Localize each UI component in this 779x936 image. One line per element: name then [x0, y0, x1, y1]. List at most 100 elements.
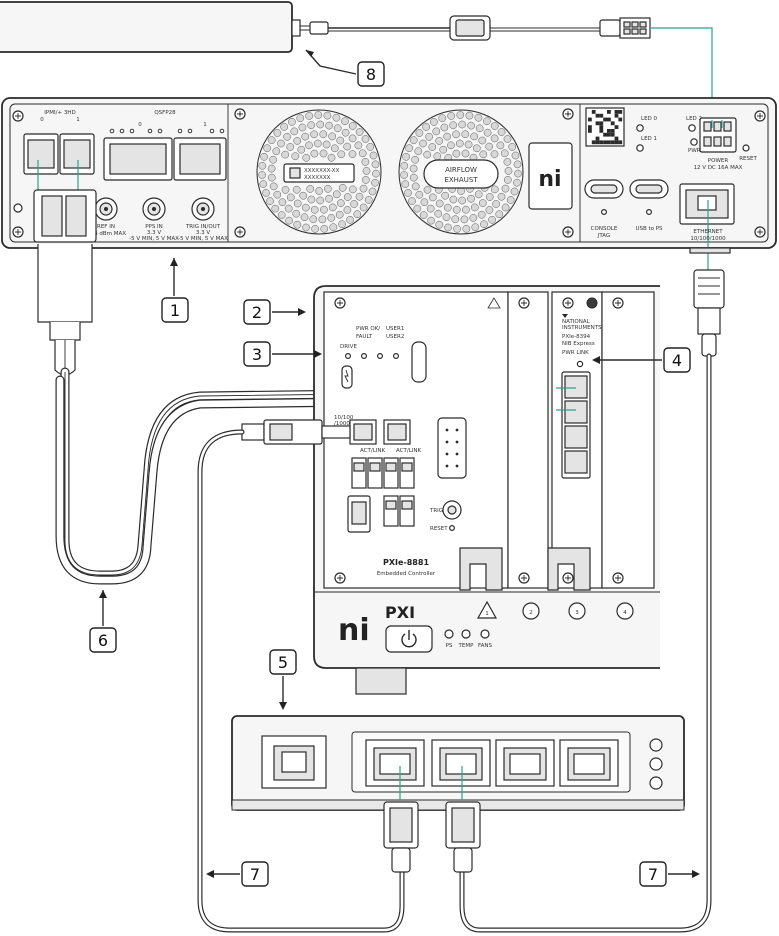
- qr-cell: [599, 140, 604, 145]
- fan-grill-hole: [504, 167, 513, 175]
- fan-grill-hole: [400, 171, 408, 179]
- fan-grill-hole: [452, 149, 461, 158]
- fan-grill-hole: [513, 178, 521, 187]
- fan-grill-hole: [402, 152, 410, 161]
- network-switch: [231, 715, 685, 811]
- fan-grill-hole: [511, 151, 520, 160]
- fan-grill-hole: [348, 134, 357, 143]
- serial-sub: XXXXXXX: [304, 175, 331, 181]
- fan-grill-hole: [320, 205, 328, 214]
- callout-2: 2: [243, 299, 306, 325]
- fan-grill-hole: [456, 111, 465, 119]
- callout-7-left: 7: [206, 861, 269, 887]
- fan-grill-hole: [301, 203, 310, 212]
- fan-grill-hole: [278, 198, 287, 207]
- fan-grill-hole: [469, 214, 478, 222]
- fan-grill-hole: [301, 132, 310, 141]
- qr-cell: [595, 121, 600, 126]
- fan-grill-hole: [371, 160, 380, 169]
- trig-in-sub2: -5 V MIN, 5 V MAX: [178, 236, 228, 242]
- fan-grill-hole: [371, 178, 379, 187]
- usb-to-ps-label: USB to PS: [635, 226, 663, 232]
- fan-grill-hole: [291, 152, 300, 161]
- fan-grill-hole: [513, 160, 522, 169]
- fan-grill-hole: [423, 150, 432, 159]
- ipmi-ports: IPMI/+ 3HD 0 1: [23, 110, 95, 194]
- fan-grill-hole: [422, 123, 431, 131]
- fan-grill-hole: [354, 141, 363, 150]
- fan-grill-hole: [452, 130, 460, 139]
- fan-grill-hole: [348, 122, 357, 130]
- fan-grill-hole: [273, 129, 282, 137]
- fan-grill-hole: [453, 225, 461, 233]
- airflow-label-1: AIRFLOW: [445, 166, 477, 174]
- fan-grill-hole: [449, 121, 458, 130]
- card-brand-1: NATIONAL: [562, 319, 591, 325]
- fan-grill-hole: [355, 192, 364, 201]
- eth-a-label: 10/100: [334, 415, 354, 421]
- fan-grill-hole: [336, 199, 345, 207]
- reset-label: RESET: [739, 156, 757, 162]
- act-link-label-a: ACT/LINK: [360, 448, 386, 454]
- qr-cell: [610, 132, 615, 137]
- fan-grill-hole: [267, 173, 276, 182]
- fan-grill-hole: [441, 191, 450, 200]
- led1-label: LED 1: [641, 136, 657, 142]
- qr-cell: [603, 117, 607, 122]
- fan-grill-hole: [327, 214, 336, 222]
- fan-grill-hole: [475, 124, 484, 133]
- fan-grill-hole: [490, 134, 499, 143]
- pwr-label: PWR: [688, 148, 701, 154]
- callout-7a-number: 7: [250, 865, 260, 884]
- callout-6: 6: [89, 590, 117, 653]
- fan-grill-hole: [338, 183, 347, 192]
- fan-grill-hole: [335, 210, 344, 219]
- fan-grill-hole: [411, 182, 420, 191]
- qr-cell: [588, 125, 592, 129]
- qr-cell: [614, 140, 619, 145]
- fan-grill-hole: [314, 111, 323, 119]
- callout-1: 1: [161, 258, 189, 323]
- qr-cell: [595, 140, 600, 145]
- callout-8: 8: [305, 49, 385, 87]
- fan-grill-hole: [497, 192, 506, 201]
- fan-grill-hole: [259, 180, 268, 188]
- callout-7b-number: 7: [648, 865, 658, 884]
- fan-grill-hole: [318, 215, 327, 224]
- fan-grill-hole: [280, 123, 289, 131]
- fan-grill-hole: [281, 186, 290, 194]
- qr-cell: [614, 125, 619, 129]
- ethernet-sub: 10/100/1000: [690, 236, 726, 242]
- fan-grill-hole: [353, 210, 362, 219]
- fan-grill-hole: [273, 190, 282, 199]
- fan-grill-hole: [302, 223, 310, 232]
- fan-grill-hole: [479, 150, 488, 159]
- led2-label: LED 2: [686, 116, 702, 122]
- serial-label: XXXXXXX-XX: [304, 168, 340, 174]
- fan-grill-hole: [310, 149, 319, 158]
- fan-grill-hole: [362, 167, 371, 175]
- fan-grill-hole: [490, 150, 499, 158]
- temp-label: TEMP: [458, 643, 475, 649]
- fan-grill-hole: [460, 215, 469, 224]
- fan-grill-hole: [336, 136, 345, 145]
- fan-grill-hole: [299, 191, 308, 200]
- fan-grill-hole: [297, 145, 306, 154]
- controller-model: PXIe-8881: [383, 558, 429, 567]
- fan-grill-hole: [323, 111, 332, 120]
- fan-grill-hole: [471, 223, 480, 232]
- fan-grill-hole: [343, 142, 352, 151]
- slot-2-filler: [507, 291, 549, 589]
- fan-grill-hole: [490, 185, 499, 194]
- qr-cell: [588, 117, 592, 122]
- card-sub: NIB Express: [562, 341, 595, 347]
- slot-1-label: 1: [485, 611, 489, 617]
- fan-grill-hole: [430, 118, 438, 126]
- fan-grill-hole: [495, 210, 504, 219]
- callout-3: 3: [243, 341, 322, 367]
- card-brand-2: INSTRUMENTS: [562, 325, 602, 331]
- fan-grill-hole: [368, 187, 377, 196]
- airflow-label-2: EXHAUST: [444, 176, 478, 184]
- ipmi-port-b-label: 1: [76, 117, 80, 123]
- fan-grill-hole: [462, 224, 471, 233]
